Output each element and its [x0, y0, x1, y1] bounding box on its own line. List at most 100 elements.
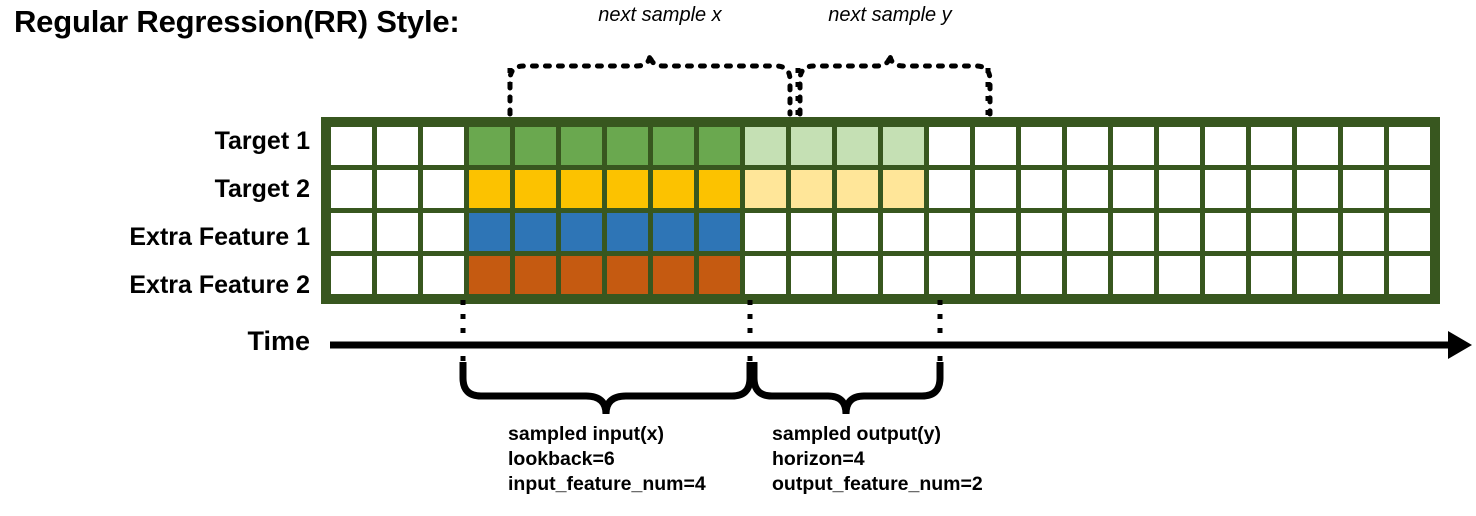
grid-cell-target-2-18-blank — [1154, 165, 1205, 213]
grid-cell-extra-feature-1-2-blank — [418, 208, 469, 256]
grid-cell-target-1-0-blank — [326, 122, 377, 170]
brace-next-sample-y — [797, 53, 993, 117]
row-label-target-1: Target 1 — [214, 127, 310, 155]
caption-sampled-output: sampled output(y) horizon=4 output_featu… — [772, 422, 983, 497]
grid-cell-extra-feature-1-7-input — [648, 208, 699, 256]
next-sample-x-label: next sample x — [598, 4, 722, 26]
caption-input-line3: input_feature_num=4 — [508, 473, 706, 495]
grid-cell-target-2-11-output — [832, 165, 883, 213]
grid-cell-extra-feature-1-14-blank — [970, 208, 1021, 256]
top-dotted-guides — [507, 68, 991, 117]
grid-cell-extra-feature-1-15-blank — [1016, 208, 1067, 256]
grid-cell-extra-feature-2-10-blank — [786, 251, 837, 299]
grid-cell-target-2-14-blank — [970, 165, 1021, 213]
page-title: Regular Regression(RR) Style: — [14, 4, 460, 39]
grid-cell-target-2-22-blank — [1338, 165, 1389, 213]
grid-cell-target-2-3-input — [464, 165, 515, 213]
grid-cell-target-1-3-input — [464, 122, 515, 170]
grid-cell-extra-feature-2-11-blank — [832, 251, 883, 299]
grid-cell-extra-feature-1-6-input — [602, 208, 653, 256]
grid-cell-target-1-1-blank — [372, 122, 423, 170]
grid-cell-extra-feature-1-23-blank — [1384, 208, 1435, 256]
caption-sampled-input: sampled input(x) lookback=6 input_featur… — [508, 422, 706, 497]
grid-cell-extra-feature-1-18-blank — [1154, 208, 1205, 256]
grid-cell-target-2-7-input — [648, 165, 699, 213]
row-label-extra-feature-1: Extra Feature 1 — [129, 223, 310, 251]
grid-cell-extra-feature-1-11-blank — [832, 208, 883, 256]
grid-cell-extra-feature-1-1-blank — [372, 208, 423, 256]
grid-cell-target-2-17-blank — [1108, 165, 1159, 213]
grid-cell-extra-feature-1-19-blank — [1200, 208, 1251, 256]
grid-cell-target-1-23-blank — [1384, 122, 1435, 170]
grid-cell-extra-feature-2-14-blank — [970, 251, 1021, 299]
grid-cell-extra-feature-2-9-blank — [740, 251, 791, 299]
grid-cell-target-1-8-input — [694, 122, 745, 170]
grid-cell-target-1-9-output — [740, 122, 791, 170]
grid-cell-target-2-13-blank — [924, 165, 975, 213]
grid-cell-target-1-15-blank — [1016, 122, 1067, 170]
grid-cell-target-1-16-blank — [1062, 122, 1113, 170]
grid-cell-extra-feature-2-17-blank — [1108, 251, 1159, 299]
grid-cell-extra-feature-2-16-blank — [1062, 251, 1113, 299]
grid-cell-extra-feature-1-12-blank — [878, 208, 929, 256]
timeseries-grid — [321, 117, 1440, 304]
grid-cell-extra-feature-1-4-input — [510, 208, 561, 256]
grid-cell-extra-feature-2-4-input — [510, 251, 561, 299]
grid-cell-extra-feature-1-20-blank — [1246, 208, 1297, 256]
grid-row-extra-feature-1 — [326, 208, 1435, 256]
grid-cell-target-1-2-blank — [418, 122, 469, 170]
grid-cell-target-1-7-input — [648, 122, 699, 170]
grid-cell-target-1-4-input — [510, 122, 561, 170]
row-label-extra-feature-2: Extra Feature 2 — [129, 271, 310, 299]
grid-cell-extra-feature-2-23-blank — [1384, 251, 1435, 299]
bottom-dotted-guides — [460, 300, 943, 372]
grid-cell-extra-feature-1-17-blank — [1108, 208, 1159, 256]
grid-cell-target-2-15-blank — [1016, 165, 1067, 213]
grid-cell-target-2-9-output — [740, 165, 791, 213]
grid-cell-extra-feature-2-12-blank — [878, 251, 929, 299]
caption-output-line1: sampled output(y) — [772, 423, 941, 445]
grid-cell-extra-feature-1-3-input — [464, 208, 515, 256]
grid-cell-extra-feature-2-5-input — [556, 251, 607, 299]
grid-cell-extra-feature-1-22-blank — [1338, 208, 1389, 256]
grid-cell-target-1-10-output — [786, 122, 837, 170]
brace-sampled-output — [750, 362, 944, 415]
time-axis-arrow — [330, 331, 1472, 359]
grid-cell-extra-feature-1-0-blank — [326, 208, 377, 256]
grid-cell-target-2-0-blank — [326, 165, 377, 213]
grid-cell-target-2-20-blank — [1246, 165, 1297, 213]
grid-cell-target-1-6-input — [602, 122, 653, 170]
grid-cell-extra-feature-2-6-input — [602, 251, 653, 299]
grid-cell-target-2-6-input — [602, 165, 653, 213]
grid-cell-target-2-8-input — [694, 165, 745, 213]
grid-cell-extra-feature-1-10-blank — [786, 208, 837, 256]
grid-table — [326, 122, 1435, 299]
caption-input-line1: sampled input(x) — [508, 423, 665, 445]
grid-cell-extra-feature-2-15-blank — [1016, 251, 1067, 299]
grid-cell-target-2-23-blank — [1384, 165, 1435, 213]
grid-cell-target-1-17-blank — [1108, 122, 1159, 170]
grid-cell-target-2-5-input — [556, 165, 607, 213]
grid-cell-target-1-22-blank — [1338, 122, 1389, 170]
grid-cell-extra-feature-1-5-input — [556, 208, 607, 256]
grid-row-target-1 — [326, 122, 1435, 170]
grid-cell-extra-feature-1-21-blank — [1292, 208, 1343, 256]
grid-cell-extra-feature-2-21-blank — [1292, 251, 1343, 299]
grid-cell-target-2-10-output — [786, 165, 837, 213]
grid-cell-extra-feature-2-0-blank — [326, 251, 377, 299]
grid-cell-extra-feature-2-3-input — [464, 251, 515, 299]
grid-row-extra-feature-2 — [326, 251, 1435, 299]
grid-cell-extra-feature-2-13-blank — [924, 251, 975, 299]
grid-cell-extra-feature-1-9-blank — [740, 208, 791, 256]
brace-sampled-input — [459, 362, 754, 415]
grid-cell-target-1-21-blank — [1292, 122, 1343, 170]
grid-cell-target-2-19-blank — [1200, 165, 1251, 213]
caption-output-line3: output_feature_num=2 — [772, 473, 983, 495]
grid-cell-extra-feature-2-7-input — [648, 251, 699, 299]
grid-cell-target-2-2-blank — [418, 165, 469, 213]
grid-cell-target-1-18-blank — [1154, 122, 1205, 170]
grid-cell-target-1-5-input — [556, 122, 607, 170]
grid-cell-target-2-4-input — [510, 165, 561, 213]
grid-cell-extra-feature-2-2-blank — [418, 251, 469, 299]
brace-next-sample-x — [507, 53, 793, 117]
